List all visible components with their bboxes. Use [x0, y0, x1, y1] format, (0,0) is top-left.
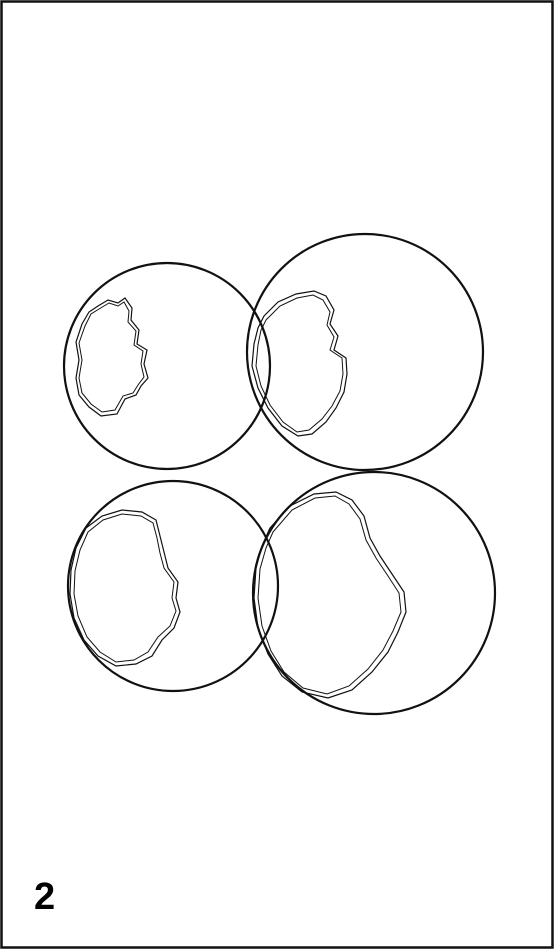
- cell-membrane: [253, 472, 495, 714]
- cell-bottom-right: [253, 472, 495, 714]
- nucleus-outline-inner: [258, 496, 401, 694]
- cell-top-right: [247, 234, 483, 470]
- cell-bottom-left: [68, 481, 278, 691]
- nucleus-outline: [70, 510, 180, 666]
- cell-top-left: [64, 263, 270, 469]
- nucleus-outline-inner: [74, 514, 176, 662]
- figure-number-label: 2: [34, 878, 55, 916]
- cell-membrane: [64, 263, 270, 469]
- cell-membrane: [247, 234, 483, 470]
- nucleus-outline: [252, 291, 347, 436]
